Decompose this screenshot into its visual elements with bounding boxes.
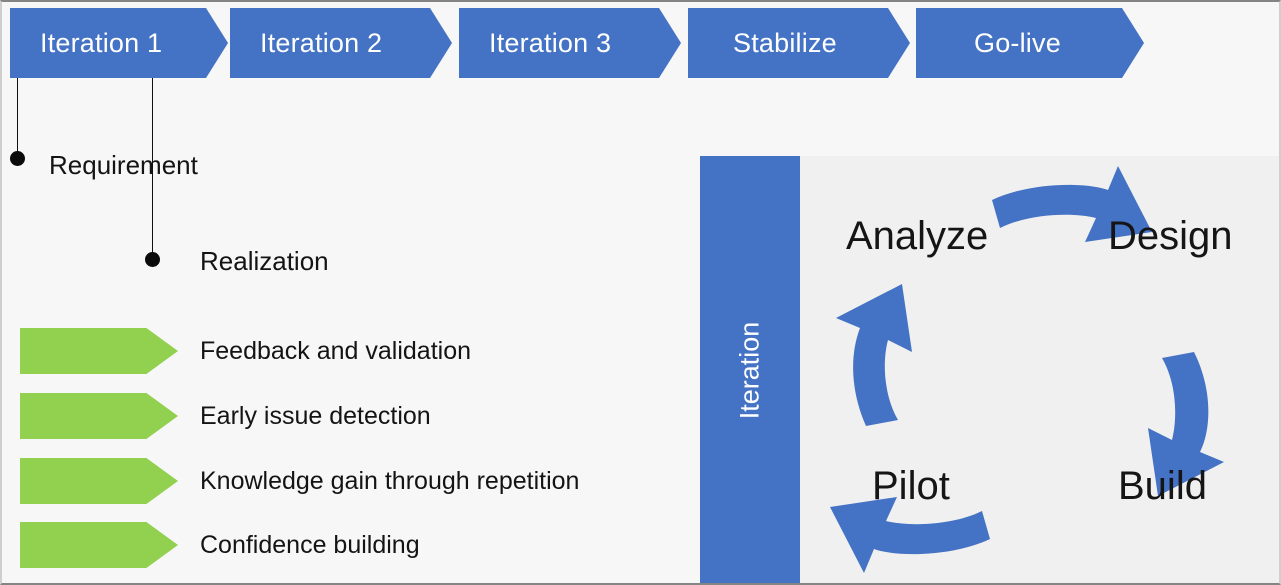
benefit-label: Feedback and validation	[200, 336, 472, 365]
phase-ribbon: Iteration 1 Iteration 2 Iteration 3 Stab…	[2, 8, 1279, 78]
phase-chevron-iteration-2[interactable]: Iteration 2	[230, 8, 452, 78]
phase-label: Iteration 1	[40, 27, 163, 58]
phase-chevron-go-live[interactable]: Go-live	[916, 8, 1144, 78]
callout-dot-realization	[145, 252, 160, 267]
benefit-arrow-icon	[20, 458, 178, 504]
phase-label: Stabilize	[733, 27, 837, 58]
cycle-arrow-group	[830, 166, 1224, 573]
iteration-axis-bar: Iteration	[700, 156, 800, 583]
phase-chevron-iteration-3[interactable]: Iteration 3	[459, 8, 681, 78]
benefit-item-early-issue-detection[interactable]: Early issue detection	[20, 393, 431, 439]
callout-label-requirement: Requirement	[49, 150, 198, 180]
benefit-arrow-icon	[20, 328, 178, 374]
phase-chevron-stabilize[interactable]: Stabilize	[688, 8, 910, 78]
phase-label: Iteration 2	[260, 27, 383, 58]
pilot-to-analyze-arrow	[836, 284, 912, 426]
callout-line-requirement	[17, 78, 18, 158]
cycle-step-analyze[interactable]: Analyze	[846, 214, 989, 258]
cycle-step-build[interactable]: Build	[1118, 464, 1207, 508]
callout-label-realization: Realization	[200, 246, 329, 276]
phase-chevron-iteration-1[interactable]: Iteration 1	[10, 8, 228, 78]
benefit-item-confidence-building[interactable]: Confidence building	[20, 522, 420, 568]
benefit-label: Early issue detection	[200, 401, 431, 430]
benefit-label: Knowledge gain through repetition	[200, 466, 580, 495]
benefit-arrow-icon	[20, 522, 178, 568]
callout-dot-requirement	[10, 151, 25, 166]
iteration-cycle-panel: Iteration Analyze Design Build Pilot	[700, 156, 1279, 583]
callout-line-realization	[152, 78, 153, 255]
build-to-pilot-arrow	[830, 497, 990, 573]
cycle-step-pilot[interactable]: Pilot	[872, 464, 950, 508]
cycle-step-design[interactable]: Design	[1108, 214, 1233, 258]
design-to-build-arrow	[1148, 352, 1224, 496]
phase-label: Go-live	[974, 27, 1061, 58]
benefit-label: Confidence building	[200, 530, 420, 559]
benefit-arrow-icon	[20, 393, 178, 439]
analyze-to-design-arrow	[992, 166, 1152, 242]
benefit-item-feedback-and-validation[interactable]: Feedback and validation	[20, 328, 471, 374]
phase-label: Iteration 3	[489, 27, 612, 58]
benefit-item-knowledge-gain-through-repetition[interactable]: Knowledge gain through repetition	[20, 458, 579, 504]
